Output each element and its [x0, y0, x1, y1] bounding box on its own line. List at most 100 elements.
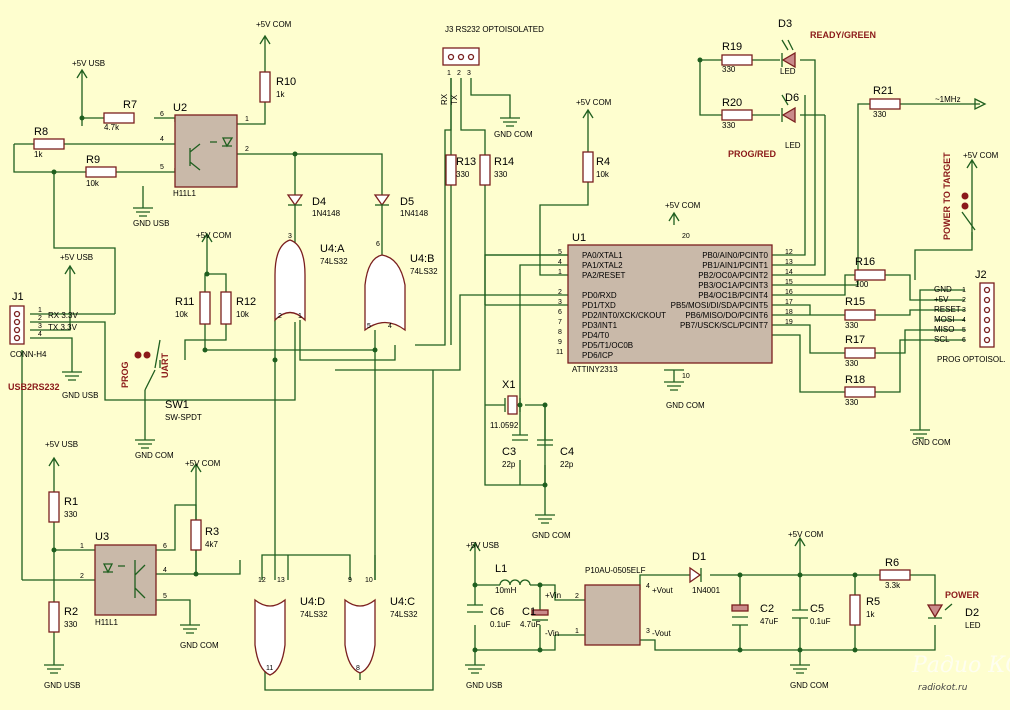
svg-text:radiokot.ru: radiokot.ru	[918, 683, 968, 693]
svg-text:GND: GND	[934, 285, 952, 294]
clock-out-arrow	[974, 97, 987, 111]
p5v-usb-power: +5V USB	[466, 541, 499, 550]
prog-red-label: PROG/RED	[728, 149, 777, 159]
svg-text:1: 1	[298, 313, 302, 320]
svg-text:U4:D: U4:D	[300, 596, 325, 608]
svg-text:PB6/MISO/DO/PCINT6: PB6/MISO/DO/PCINT6	[685, 311, 768, 320]
gnd-usb-u2: GND USB	[133, 219, 169, 228]
svg-text:R16: R16	[855, 256, 875, 268]
svg-text:-Vin: -Vin	[545, 629, 559, 638]
p5v-usb-u3: +5V USB	[45, 440, 78, 449]
svg-text:ATTINY2313: ATTINY2313	[572, 365, 618, 374]
svg-text:10mH: 10mH	[495, 586, 517, 595]
svg-text:4: 4	[646, 583, 650, 590]
right-side-labels: R19 330 R20 330 D3 LED D6 LED READY/GREE…	[722, 18, 1006, 447]
svg-text:RESET: RESET	[934, 305, 961, 314]
svg-text:R15: R15	[845, 296, 865, 308]
p5v-com-u1: +5V COM	[665, 201, 701, 210]
svg-text:6: 6	[962, 337, 966, 344]
svg-text:3: 3	[558, 299, 562, 306]
svg-text:4: 4	[962, 317, 966, 324]
u3-optocoupler	[94, 544, 157, 616]
svg-text:Радио КОТ: Радио КОТ	[911, 653, 1010, 678]
svg-text:3.3k: 3.3k	[885, 581, 901, 590]
svg-text:3: 3	[467, 70, 471, 77]
chips	[9, 47, 995, 646]
svg-text:6: 6	[558, 309, 562, 316]
svg-text:5: 5	[163, 593, 167, 600]
gnd-com-u1: GND COM	[666, 401, 705, 410]
svg-text:1k: 1k	[276, 90, 285, 99]
svg-text:22p: 22p	[560, 460, 574, 469]
svg-text:PB2/OC0A/PCINT2: PB2/OC0A/PCINT2	[698, 271, 768, 280]
svg-text:PD3/INT1: PD3/INT1	[582, 321, 618, 330]
p5v-com-r11: +5V COM	[196, 231, 232, 240]
svg-text:330: 330	[845, 398, 859, 407]
svg-text:3: 3	[962, 307, 966, 314]
svg-text:0.1uF: 0.1uF	[810, 617, 831, 626]
svg-text:2: 2	[962, 297, 966, 304]
svg-text:R11: R11	[175, 296, 194, 308]
gnd-com-j3: GND COM	[494, 130, 533, 139]
svg-text:L1: L1	[495, 563, 507, 575]
svg-text:C5: C5	[810, 603, 824, 615]
svg-text:1N4148: 1N4148	[400, 209, 429, 218]
svg-text:H11L1: H11L1	[95, 618, 119, 627]
svg-text:330: 330	[722, 65, 736, 74]
svg-text:PB0/AIN0/PCINT0: PB0/AIN0/PCINT0	[702, 251, 768, 260]
svg-text:1: 1	[80, 543, 84, 550]
svg-text:PD1/TXD: PD1/TXD	[582, 301, 616, 310]
svg-text:2: 2	[278, 313, 282, 320]
svg-text:J2: J2	[975, 269, 987, 281]
prog-label: PROG	[120, 361, 130, 388]
svg-text:10k: 10k	[236, 310, 250, 319]
svg-text:10k: 10k	[86, 179, 100, 188]
svg-text:9: 9	[348, 577, 352, 584]
svg-text:11: 11	[556, 349, 563, 356]
svg-text:330: 330	[722, 121, 736, 130]
svg-text:R12: R12	[236, 296, 256, 308]
svg-text:U4:A: U4:A	[320, 243, 345, 255]
svg-text:1: 1	[447, 70, 451, 77]
svg-text:D3: D3	[778, 18, 792, 30]
p5v-com-j2: +5V COM	[963, 151, 999, 160]
svg-text:1: 1	[558, 269, 562, 276]
svg-text:0.1uF: 0.1uF	[490, 620, 511, 629]
u4a-gate	[274, 239, 306, 322]
svg-text:4: 4	[160, 136, 164, 143]
gnd-com-sw1: GND COM	[135, 451, 174, 460]
svg-text:PD2/INT0/XCK/CKOUT: PD2/INT0/XCK/CKOUT	[582, 311, 666, 320]
power-block-labels: +5V USB L1 10mH C6 0.1uF C1 4.7uF P10AU-…	[466, 530, 981, 690]
svg-text:2: 2	[575, 593, 579, 600]
svg-text:10k: 10k	[596, 170, 610, 179]
svg-text:74LS32: 74LS32	[300, 610, 328, 619]
svg-text:5: 5	[962, 327, 966, 334]
svg-text:H11L1: H11L1	[173, 189, 197, 198]
svg-text:330: 330	[845, 359, 859, 368]
svg-text:5: 5	[558, 249, 562, 256]
svg-text:R10: R10	[276, 76, 296, 88]
svg-text:U3: U3	[95, 531, 109, 543]
svg-text:17: 17	[785, 299, 793, 306]
svg-text:C4: C4	[560, 446, 574, 458]
p5v-com-r10: +5V COM	[256, 20, 292, 29]
svg-text:R17: R17	[845, 334, 865, 346]
svg-text:J1: J1	[12, 291, 24, 303]
svg-text:1k: 1k	[34, 150, 43, 159]
u1-right-pins: PB0/AIN0/PCINT0 PB1/AIN1/PCINT1 PB2/OC0A…	[671, 251, 769, 330]
ready-green-label: READY/GREEN	[810, 30, 876, 40]
svg-text:PB3/OC1A/PCINT3: PB3/OC1A/PCINT3	[698, 281, 768, 290]
or-gates	[254, 239, 406, 676]
junctions	[51, 57, 858, 653]
svg-text:D2: D2	[965, 607, 979, 619]
j3-tx: TX	[450, 94, 459, 105]
crystal-x1	[507, 395, 518, 415]
j3-title: J3 RS232 OPTOISOLATED	[445, 25, 544, 34]
svg-text:PD4/T0: PD4/T0	[582, 331, 610, 340]
svg-text:330: 330	[845, 321, 859, 330]
svg-text:19: 19	[785, 319, 793, 326]
u4b-gate	[364, 254, 406, 332]
svg-text:330: 330	[64, 620, 78, 629]
